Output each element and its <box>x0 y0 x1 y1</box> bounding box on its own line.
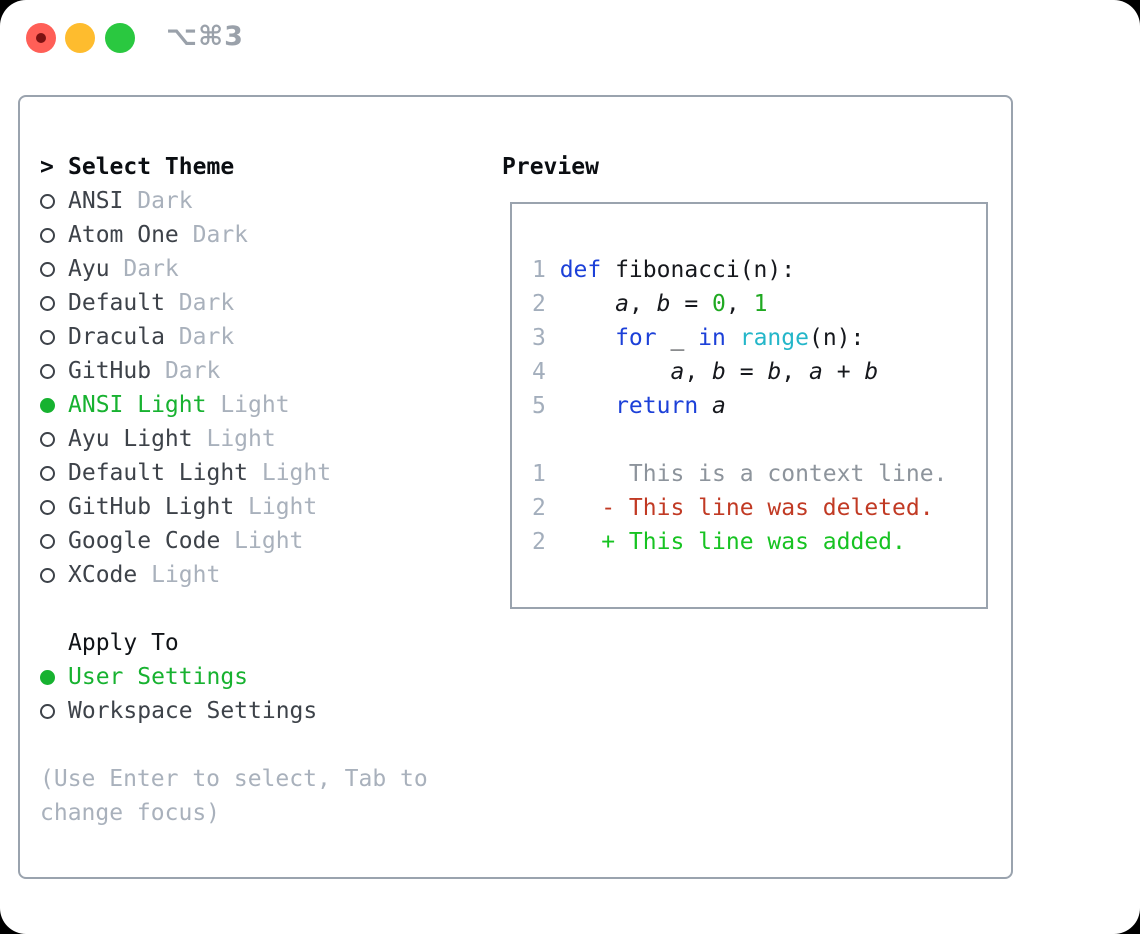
theme-variant-tag: Light <box>248 494 318 520</box>
radio-icon <box>40 329 55 345</box>
preview-line-5: 5 return a <box>532 389 986 423</box>
theme-variant-tag: Dark <box>178 290 235 316</box>
theme-item-ayu-light[interactable]: Ayu Light Light <box>40 422 331 456</box>
line-number: 4 <box>532 359 546 385</box>
theme-item-default[interactable]: Default Dark <box>40 286 331 320</box>
radio-icon <box>40 295 55 311</box>
traffic-light-zoom-button[interactable] <box>105 23 135 53</box>
preview-line-4: 4 a, b = b, a + b <box>532 355 986 389</box>
line-number: 2 <box>532 529 546 555</box>
preview-line-8: 2 - This line was deleted. <box>532 491 986 525</box>
theme-list-title: Select Theme <box>68 154 235 180</box>
theme-item-google-code[interactable]: Google Code Light <box>40 524 331 558</box>
line-number: 3 <box>532 325 546 351</box>
radio-icon <box>40 703 55 719</box>
radio-icon <box>40 567 55 583</box>
window-shortcut-label: ⌥⌘3 <box>166 21 244 52</box>
theme-item-atom-one[interactable]: Atom One Dark <box>40 218 331 252</box>
theme-item-dracula[interactable]: Dracula Dark <box>40 320 331 354</box>
theme-item-label: Default Light <box>68 460 249 486</box>
prompt-caret-icon: > <box>40 154 54 180</box>
radio-icon <box>40 465 55 481</box>
radio-icon <box>40 227 55 243</box>
radio-selected-icon <box>40 397 55 413</box>
theme-item-default-light[interactable]: Default Light Light <box>40 456 331 490</box>
theme-variant-tag: Dark <box>137 188 193 214</box>
line-number: 5 <box>532 393 546 419</box>
apply-option-workspace-settings[interactable]: Workspace Settings <box>40 694 317 728</box>
line-content: a, b = 0, 1 <box>615 291 768 317</box>
radio-icon <box>40 363 55 379</box>
theme-item-label: XCode <box>68 562 138 588</box>
theme-item-label: ANSI Light <box>68 392 207 418</box>
line-number: 1 <box>532 461 546 487</box>
preview-line-1: 1 def fibonacci(n): <box>532 253 986 287</box>
line-content: def fibonacci(n): <box>559 257 796 283</box>
apply-to-title: Apply To <box>68 630 179 656</box>
theme-item-ansi[interactable]: ANSI Dark <box>40 184 331 218</box>
radio-icon <box>40 193 55 209</box>
radio-icon <box>40 261 55 277</box>
line-number: 2 <box>532 291 546 317</box>
preview-line-9: 2 + This line was added. <box>532 525 986 559</box>
theme-variant-tag: Dark <box>123 256 179 282</box>
theme-item-label: ANSI <box>68 188 124 214</box>
line-content: for _ in range(n): <box>615 325 865 351</box>
theme-variant-tag: Light <box>206 426 276 452</box>
theme-item-xcode[interactable]: XCode Light <box>40 558 331 592</box>
theme-item-ansi-light[interactable]: ANSI Light Light <box>40 388 331 422</box>
theme-item-label: GitHub <box>68 358 152 384</box>
theme-item-label: Ayu Light <box>68 426 193 452</box>
theme-variant-tag: Light <box>220 392 290 418</box>
theme-variant-tag: Dark <box>178 324 235 350</box>
line-content: + This line was added. <box>559 529 906 555</box>
radio-icon <box>40 431 55 447</box>
theme-item-label: Default <box>68 290 165 316</box>
line-content: return a <box>615 393 726 419</box>
traffic-light-minimize-button[interactable] <box>65 23 95 53</box>
preview-line-2: 2 a, b = 0, 1 <box>532 287 986 321</box>
line-number: 1 <box>532 257 546 283</box>
theme-list-title-row: > Select Theme <box>40 150 331 184</box>
apply-option-user-settings[interactable]: User Settings <box>40 660 317 694</box>
radio-selected-icon <box>40 669 55 685</box>
line-number: 2 <box>532 495 546 521</box>
theme-item-label: Google Code <box>68 528 221 554</box>
theme-item-ayu[interactable]: Ayu Dark <box>40 252 331 286</box>
theme-item-label: Ayu <box>68 256 110 282</box>
keyboard-hint-text: (Use Enter to select, Tab to change focu… <box>40 766 428 826</box>
theme-item-label: Dracula <box>68 324 165 350</box>
preview-line-7: 1 This is a context line. <box>532 457 986 491</box>
radio-icon <box>40 499 55 515</box>
theme-variant-tag: Dark <box>192 222 249 248</box>
preview-title: Preview <box>502 154 599 180</box>
preview-line-3: 3 for _ in range(n): <box>532 321 986 355</box>
theme-item-label: Atom One <box>68 222 179 248</box>
theme-item-label: GitHub Light <box>68 494 235 520</box>
traffic-light-close-button[interactable] <box>26 23 56 53</box>
theme-variant-tag: Dark <box>164 358 221 384</box>
theme-variant-tag: Light <box>261 460 332 486</box>
line-content: a, b = b, a + b <box>670 359 879 385</box>
radio-icon <box>40 533 55 549</box>
preview-line-6 <box>532 423 986 457</box>
apply-option-label: User Settings <box>68 664 249 690</box>
apply-option-label: Workspace Settings <box>68 698 318 724</box>
line-content: - This line was deleted. <box>559 495 934 521</box>
close-dot-icon <box>36 33 46 43</box>
line-content: This is a context line. <box>559 461 948 487</box>
theme-variant-tag: Light <box>151 562 221 588</box>
apply-to-title-row: Apply To <box>40 626 317 660</box>
theme-item-github-light[interactable]: GitHub Light Light <box>40 490 331 524</box>
theme-item-github[interactable]: GitHub Dark <box>40 354 331 388</box>
theme-variant-tag: Light <box>234 528 304 554</box>
